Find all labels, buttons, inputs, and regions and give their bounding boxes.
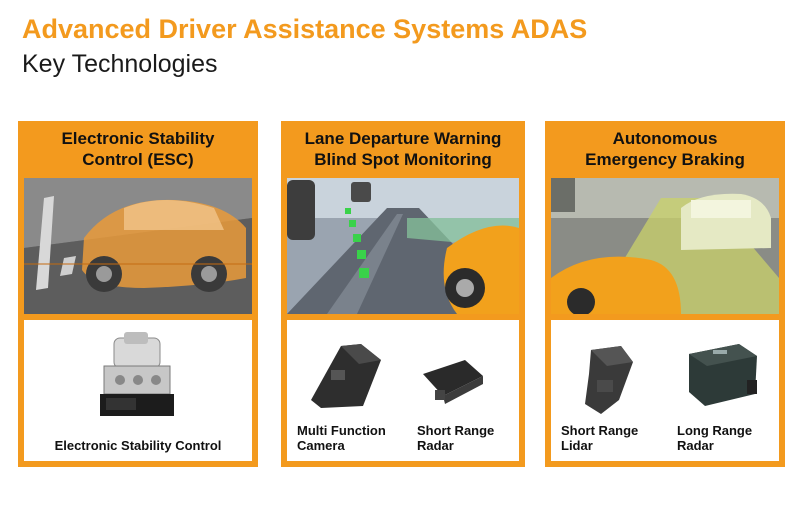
panel-heading: Lane Departure Warning Blind Spot Monito…	[281, 121, 525, 177]
panel-emergency-braking: Autonomous Emergency Braking Short Ran	[545, 121, 785, 467]
panel-heading: Autonomous Emergency Braking	[545, 121, 785, 177]
panel-esc: Electronic Stability Control (ESC)	[18, 121, 258, 467]
caption-line1: Long Range	[677, 423, 753, 438]
page-title: Advanced Driver Assistance Systems ADAS	[22, 14, 588, 44]
camera-caption: Multi Function Camera	[297, 423, 386, 453]
camera-icon	[311, 344, 381, 408]
panel-heading-line2: Blind Spot Monitoring	[314, 150, 492, 169]
lane-departure-image	[287, 178, 519, 314]
lidar-caption: Short Range Lidar	[561, 423, 638, 453]
long-range-radar-icon	[689, 344, 757, 406]
esc-car-image	[24, 178, 252, 314]
caption-line2: Radar	[417, 438, 454, 453]
panel-device-area: Multi Function Camera Short Range Radar	[287, 320, 519, 461]
caption-line1: Multi Function	[297, 423, 386, 438]
radar-caption: Short Range Radar	[417, 423, 494, 453]
panel-heading: Electronic Stability Control (ESC)	[18, 121, 258, 177]
panel-heading-line1: Electronic Stability	[61, 129, 215, 148]
panel-device-area: Electronic Stability Control	[24, 320, 252, 461]
page-subtitle: Key Technologies	[22, 50, 218, 78]
panel-heading-line1: Autonomous	[612, 129, 718, 148]
esc-unit-icon	[100, 332, 174, 416]
panel-device-area: Short Range Lidar Long Range Radar	[551, 320, 779, 461]
caption-line2: Camera	[297, 438, 345, 453]
long-range-radar-caption: Long Range Radar	[677, 423, 752, 453]
lidar-icon	[585, 346, 633, 414]
panel-heading-line2: Emergency Braking	[585, 150, 745, 169]
panel-lane-departure: Lane Departure Warning Blind Spot Monito…	[281, 121, 525, 467]
caption-line2: Radar	[677, 438, 714, 453]
caption-line1: Short Range	[561, 423, 639, 438]
caption-line2: Lidar	[561, 438, 593, 453]
device-caption: Electronic Stability Control	[54, 438, 222, 453]
emergency-braking-image	[551, 178, 779, 314]
panel-heading-line1: Lane Departure Warning	[304, 129, 502, 148]
panel-heading-line2: Control (ESC)	[82, 150, 194, 169]
caption-line1: Short Range	[417, 423, 495, 438]
radar-icon	[423, 360, 483, 404]
